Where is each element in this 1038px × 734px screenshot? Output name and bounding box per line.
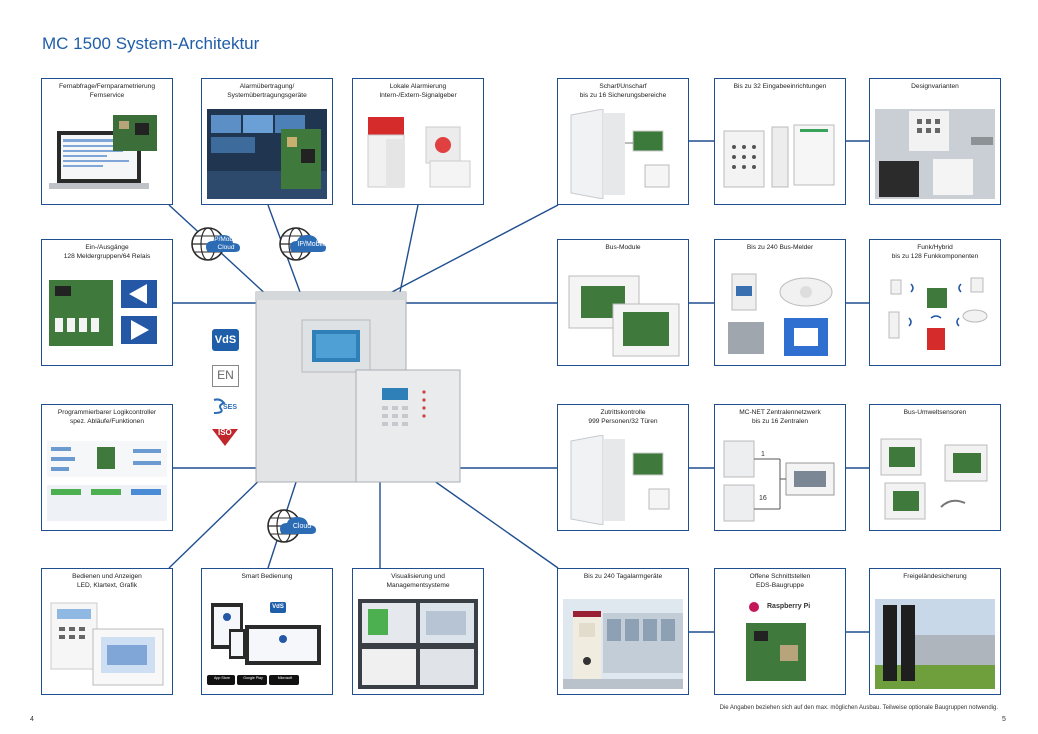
door-with-module-image — [570, 109, 670, 199]
box-caption: Funk/Hybrid bis zu 128 Funkkomponenten — [891, 244, 979, 260]
box-caption: Bis zu 240 Tagalarmgeräte — [583, 573, 663, 580]
mcnet-network-image — [723, 440, 835, 522]
box-caption: Fernabfrage/Fernparametrierung Fernservi… — [58, 83, 156, 99]
operator-panels-image — [50, 602, 164, 686]
box-bus-umweltsensoren: Bus-Umweltsensoren — [869, 404, 1001, 531]
vds-logo: VdS — [212, 329, 239, 351]
globe-icon — [267, 509, 316, 543]
box-visualisierung: Visualisierung und Managementsysteme — [352, 568, 484, 695]
box-caption: Visualisierung und Managementsysteme — [386, 573, 450, 589]
raspberry-pi-label: Raspberry Pi — [767, 603, 811, 610]
app-store-badge: App Store — [214, 676, 230, 680]
box-tagalarmgeraete: Bis zu 240 Tagalarmgeräte — [557, 568, 689, 695]
box-fernabfrage: Fernabfrage/Fernparametrierung Fernservi… — [41, 78, 173, 205]
access-control-door-image — [570, 435, 670, 525]
perimeter-security-image — [875, 599, 995, 689]
box-alarmuebertragung: Alarmübertragung/ Systemübertragungsgerä… — [201, 78, 333, 205]
ses-logo: SES — [210, 398, 240, 418]
page-title: MC 1500 System-Architektur — [42, 34, 260, 53]
io-module-image — [49, 280, 157, 346]
box-caption: Lokale Alarmierung Intern-/Extern-Signal… — [379, 83, 457, 99]
cloud-label: IP/Mobile — [297, 241, 327, 248]
wireless-components-image — [888, 277, 988, 350]
globe-icon — [191, 227, 240, 261]
cloud-badge-ip-mobile-cloud: IP/Mobile Cloud — [190, 222, 248, 264]
box-caption: Freigeländesicherung — [903, 573, 967, 580]
iso-logo: ISO — [210, 427, 240, 447]
cloud-label: IP/Mobile Cloud — [212, 236, 240, 251]
box-caption: MC-NET Zentralennetzwerk bis zu 16 Zentr… — [739, 409, 821, 425]
box-caption: Programmierbarer Logikcontroller spez. A… — [57, 409, 157, 425]
page-number-right: 5 — [1002, 716, 1006, 723]
box-bedienen-anzeigen: Bedienen und Anzeigen LED, Klartext, Gra… — [41, 568, 173, 695]
box-caption: Bis zu 32 Eingabeeinrichtungen — [733, 83, 827, 90]
box-zutrittskontrolle: Zutrittskontrolle 999 Personen/32 Türen — [557, 404, 689, 531]
control-room-image — [207, 109, 327, 199]
smart-vds-badge: VdS — [270, 602, 286, 613]
box-caption: Scharf/Unscharf bis zu 16 Sicherungsbere… — [579, 83, 667, 99]
design-variants-image — [875, 109, 995, 199]
box-caption: Bus-Umweltsensoren — [903, 409, 967, 416]
box-caption: Bedienen und Anzeigen LED, Klartext, Gra… — [72, 573, 142, 589]
box-caption: Alarmübertragung/ Systemübertragungsgerä… — [227, 83, 307, 99]
sirens-image — [367, 117, 471, 188]
laptop-with-pcb-image — [49, 115, 157, 189]
box-ein-ausgaenge: Ein-/Ausgänge 128 Meldergruppen/64 Relai… — [41, 239, 173, 366]
smart-devices-image — [207, 603, 321, 685]
en-logo: EN — [212, 365, 239, 387]
footer-note: Die Angaben beziehen sich auf den max. m… — [719, 705, 998, 711]
cloud-badge-cloud: Cloud — [266, 504, 328, 546]
box-designvarianten: Designvarianten — [869, 78, 1001, 205]
day-alarm-device-image — [563, 599, 683, 689]
mcnet-label-1: 1 — [761, 451, 765, 458]
cloud-label: Cloud — [292, 523, 312, 530]
box-offene-schnittstellen: Offene Schnittstellen EDS-Baugruppe Rasp… — [714, 568, 846, 695]
box-caption: Ein-/Ausgänge 128 Meldergruppen/64 Relai… — [63, 244, 151, 260]
iso-triangle-icon — [212, 429, 238, 446]
box-caption: Bis zu 240 Bus-Melder — [746, 244, 814, 251]
box-caption: Bus-Module — [605, 244, 641, 251]
box-mcnet: MC-NET Zentralennetzwerk bis zu 16 Zentr… — [714, 404, 846, 531]
box-logikcontroller: Programmierbarer Logikcontroller spez. A… — [41, 404, 173, 531]
microsoft-badge: Microsoft — [277, 676, 293, 680]
bus-detectors-image — [728, 273, 833, 356]
box-caption: Offene Schnittstellen EDS-Baugruppe — [749, 573, 811, 589]
globe-icon — [279, 227, 326, 261]
box-lokale-alarmierung: Lokale Alarmierung Intern-/Extern-Signal… — [352, 78, 484, 205]
box-bus-module: Bus-Module — [557, 239, 689, 366]
box-smart-bedienung: Smart Bedienung VdS App Store Google Pla… — [201, 568, 333, 695]
ses-emblem-icon — [213, 398, 226, 414]
box-caption: Smart Bedienung — [241, 573, 293, 580]
google-play-badge: Google Play — [243, 676, 263, 680]
keypads-image — [723, 124, 835, 188]
environmental-sensors-image — [880, 438, 988, 520]
bus-modules-image — [568, 275, 680, 357]
mcnet-label-16: 16 — [759, 495, 767, 502]
ses-label: SES — [223, 404, 238, 411]
box-caption: Zutrittskontrolle 999 Personen/32 Türen — [588, 409, 658, 425]
box-freigelaendesicherung: Freigeländesicherung — [869, 568, 1001, 695]
central-control-panel-mc1500 — [255, 291, 461, 483]
page-number-left: 4 — [30, 716, 34, 723]
box-caption: Designvarianten — [911, 83, 959, 90]
box-scharf-unscharf: Scharf/Unscharf bis zu 16 Sicherungsbere… — [557, 78, 689, 205]
management-software-image — [358, 599, 478, 689]
iso-label: ISO — [218, 428, 232, 437]
box-funk-hybrid: Funk/Hybrid bis zu 128 Funkkomponenten — [869, 239, 1001, 366]
cloud-badge-ip-mobile: IP/Mobile — [278, 222, 338, 264]
box-eingabeeinrichtungen: Bis zu 32 Eingabeeinrichtungen — [714, 78, 846, 205]
logic-diagram-image — [47, 441, 167, 521]
eds-module-image — [746, 602, 806, 681]
box-bus-melder: Bis zu 240 Bus-Melder — [714, 239, 846, 366]
